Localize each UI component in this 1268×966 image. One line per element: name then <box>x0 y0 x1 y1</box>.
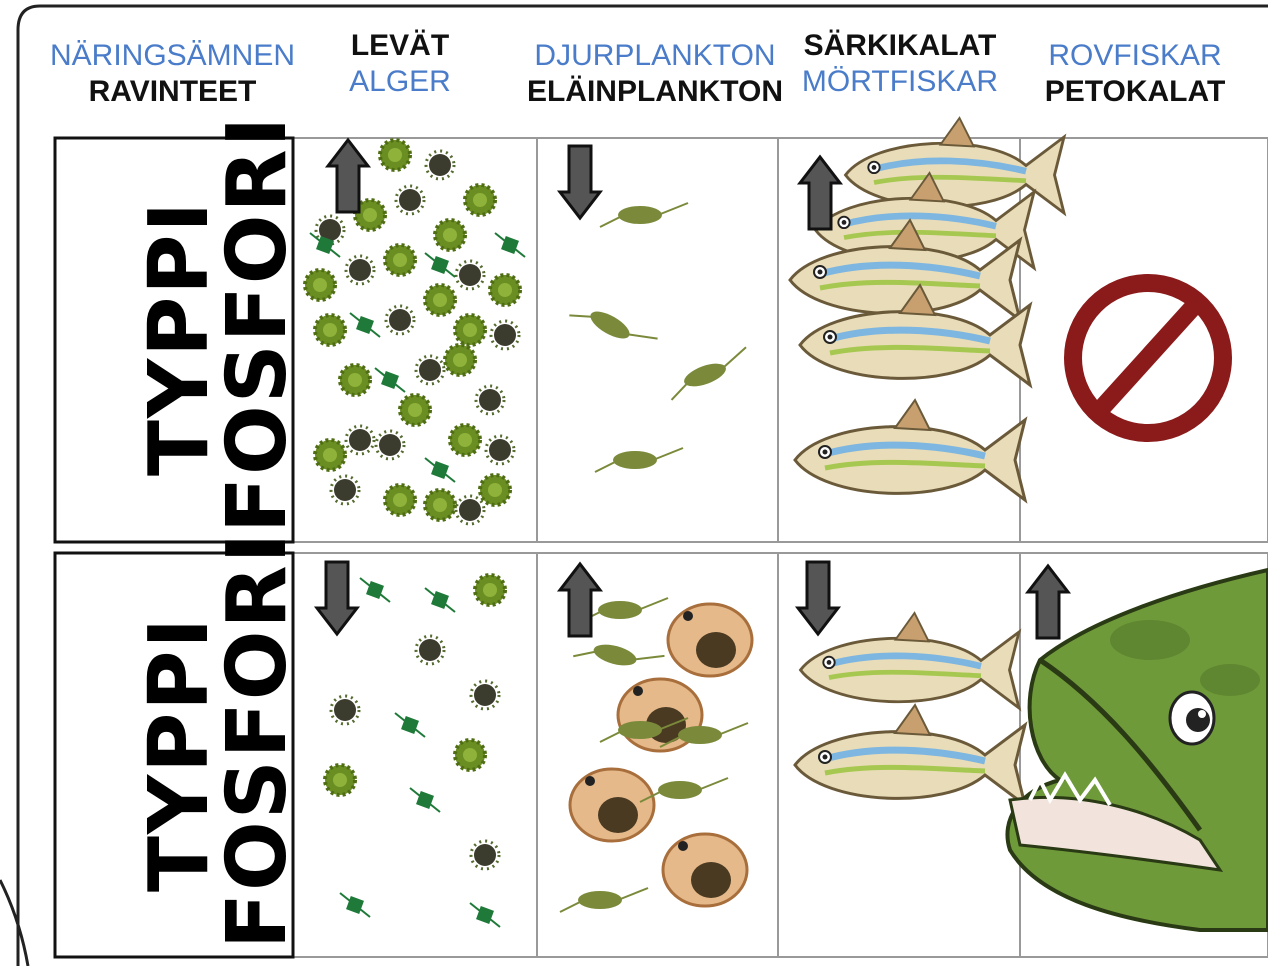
header-cyprinids: SÄRKIKALAT MÖRTFISKAR <box>770 28 1030 100</box>
header-predators-fi: PETOKALAT <box>1025 74 1245 110</box>
header-cyprinids-sv: MÖRTFISKAR <box>770 64 1030 100</box>
header-predators: ROVFISKAR PETOKALAT <box>1025 38 1245 110</box>
header-algae-sv: ALGER <box>320 64 480 100</box>
prohibition-icon <box>1073 283 1223 433</box>
arrow-down-icon <box>798 562 838 634</box>
arrow-down-icon <box>317 562 357 634</box>
algae-icon <box>325 575 505 927</box>
row-1-label-line2: FOSFORI <box>210 143 306 533</box>
header-zooplankton: DJURPLANKTON ELÄINPLANKTON <box>505 38 805 110</box>
header-cyprinids-fi: SÄRKIKALAT <box>770 28 1030 64</box>
row-2-label-line2: FOSFORI <box>210 559 306 949</box>
fish-icon <box>795 613 1025 805</box>
arrow-up-icon <box>560 564 600 636</box>
header-nutrients-fi: RAVINTEET <box>35 74 310 110</box>
header-algae: LEVÄT ALGER <box>320 28 480 100</box>
arrow-up-icon <box>1028 566 1068 638</box>
zooplankton-icon <box>569 203 754 472</box>
header-zooplankton-sv: DJURPLANKTON <box>505 38 805 74</box>
header-nutrients: NÄRINGSÄMNEN RAVINTEET <box>35 38 310 110</box>
arrow-down-icon <box>560 146 600 218</box>
zooplankton-icon <box>560 598 752 912</box>
header-nutrients-sv: NÄRINGSÄMNEN <box>35 38 310 74</box>
header-predators-sv: ROVFISKAR <box>1025 38 1245 74</box>
header-zooplankton-fi: ELÄINPLANKTON <box>505 74 805 110</box>
header-algae-fi: LEVÄT <box>320 28 480 64</box>
